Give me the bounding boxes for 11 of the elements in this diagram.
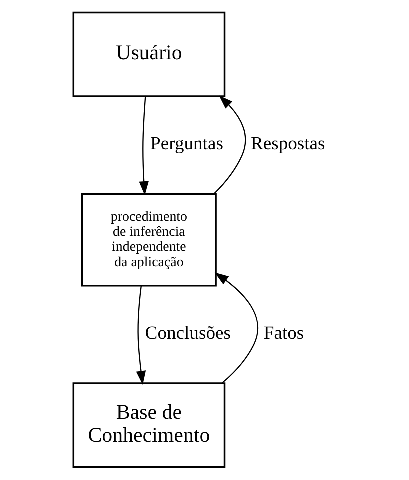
arrow [214, 96, 246, 194]
node-box: procedimento de inferência independente da aplicação [81, 193, 216, 287]
edge-label: Respostas [250, 134, 325, 155]
arrow [138, 96, 148, 196]
edge-label: Fatos [263, 323, 304, 344]
arrow [136, 286, 146, 386]
node-box: Base de Conhecimento [72, 382, 226, 468]
edge-label: Conclusões [144, 323, 230, 344]
edge-label: Perguntas [150, 134, 223, 155]
arrow [214, 272, 258, 384]
node-box: Usuário [72, 12, 226, 98]
